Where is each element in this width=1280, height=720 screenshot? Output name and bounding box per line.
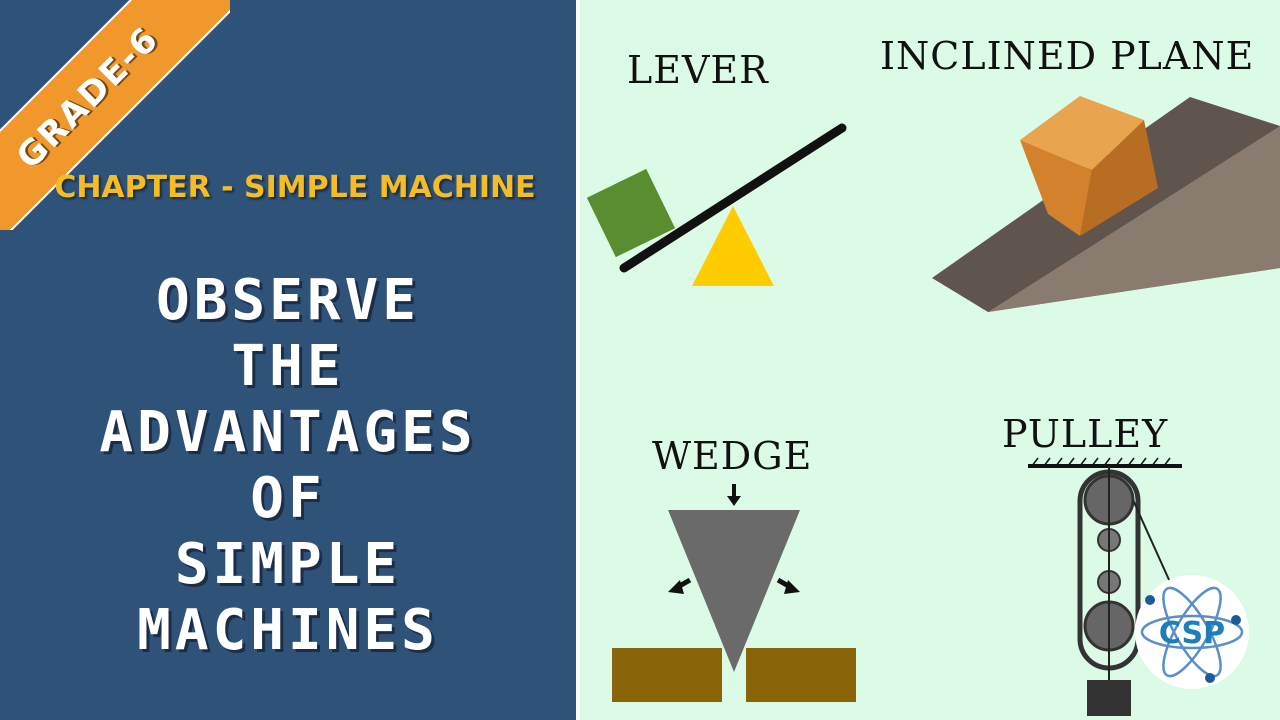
pulley-illustration — [1028, 457, 1182, 716]
headline-line-5: SIMPLE — [174, 532, 402, 597]
electron-2 — [1231, 615, 1241, 625]
lever-load-block — [586, 168, 676, 258]
panel-divider — [576, 0, 580, 720]
force-arrow-head — [727, 496, 741, 506]
cube-front — [1020, 140, 1092, 236]
pulley-load — [1087, 680, 1131, 716]
inclined-plane-label: INCLINED PLANE — [880, 34, 1255, 78]
lever-illustration — [586, 123, 847, 286]
chapter-title: CHAPTER - SIMPLE MACHINE — [54, 170, 536, 205]
left-panel: GRADE-6 CHAPTER - SIMPLE MACHINE OBSERVE… — [0, 0, 576, 720]
push-arrow-right-head — [784, 580, 800, 594]
atom-orbit-2 — [1162, 586, 1222, 678]
cube-side — [1080, 120, 1158, 236]
pulley-pull-rope — [1132, 499, 1171, 583]
atom-orbit-3 — [1162, 586, 1222, 678]
lever-fulcrum — [692, 206, 774, 286]
pulley-label: PULLEY — [1002, 412, 1169, 456]
electron-1 — [1145, 595, 1155, 605]
electron-3 — [1205, 673, 1215, 683]
wood-block-right — [746, 648, 856, 702]
wood-block-left — [612, 648, 722, 702]
right-panel: CSP LEVER INCLINED PLANE WEDGE PULLEY — [580, 0, 1280, 720]
csp-logo: CSP — [1135, 575, 1249, 689]
cube-top — [1020, 96, 1144, 170]
wedge-shape — [668, 510, 800, 672]
logo-text: CSP — [1159, 616, 1225, 651]
headline-line-4: OF — [250, 466, 326, 531]
headline-line-1: OBSERVE — [155, 268, 420, 333]
machines-illustration: CSP — [586, 96, 1280, 716]
headline-line-6: MACHINES — [137, 598, 439, 663]
inclined-plane-illustration — [932, 96, 1280, 312]
headline-line-3: ADVANTAGES — [99, 400, 477, 465]
push-arrow-left-head — [668, 580, 684, 594]
lever-beam — [619, 123, 847, 273]
ramp-side — [988, 126, 1280, 312]
wedge-illustration — [612, 484, 856, 702]
wedge-label: WEDGE — [652, 434, 813, 478]
lever-label: LEVER — [627, 48, 769, 92]
headline-line-2: THE — [231, 334, 345, 399]
headline: OBSERVE THE ADVANTAGES OF SIMPLE MACHINE… — [0, 268, 576, 664]
atom-orbit-1 — [1140, 614, 1244, 650]
